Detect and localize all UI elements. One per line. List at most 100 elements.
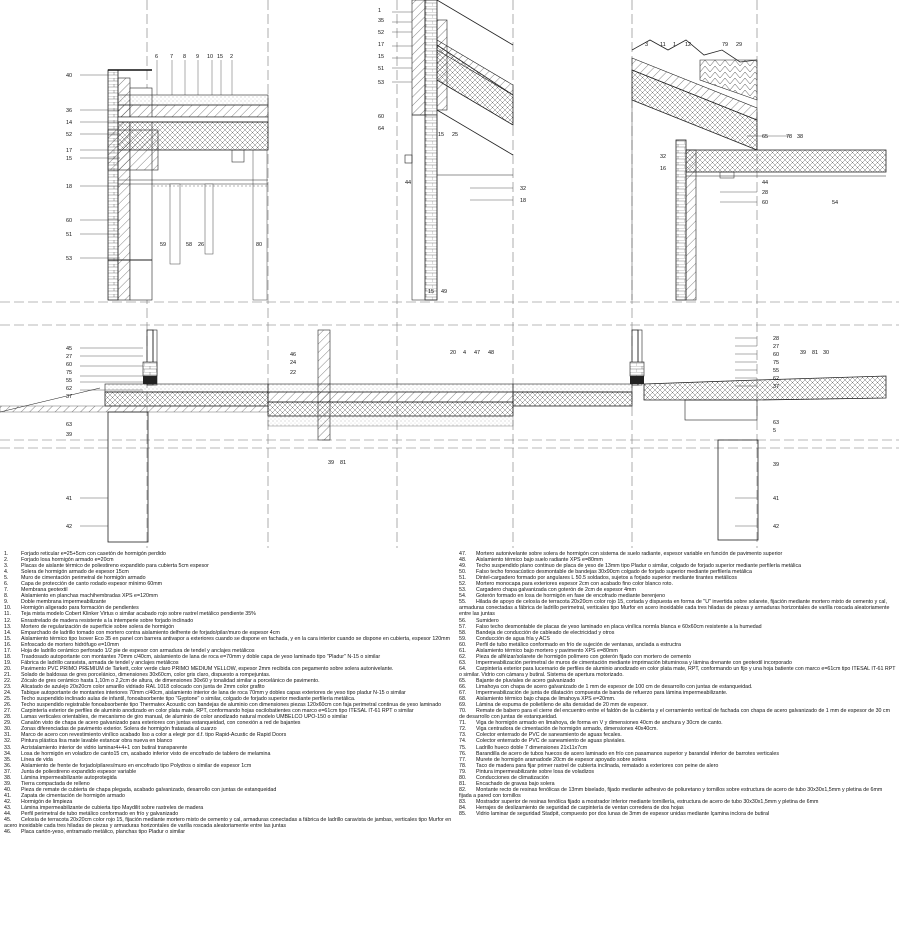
callout-label: 63 <box>66 422 72 428</box>
legend-item-text: Pintura impermeabilizante sobre losa de … <box>476 768 595 775</box>
callout-label: 53 <box>66 256 72 262</box>
callout-label: 39 <box>800 350 806 356</box>
legend-item-text: Trasdosado autoportante con montantes 70… <box>21 653 381 660</box>
legend-item-number: 23. <box>4 684 12 691</box>
callout-label: 3 <box>645 42 648 48</box>
legend-item: 18. Trasdosado autoportante con montantes… <box>4 654 452 660</box>
legend-item-number: 75. <box>459 744 467 751</box>
legend-item-text: Montante recto de resinas fenólicas de 1… <box>459 786 883 799</box>
materials-legend: 1.Forjado reticular e=25+5cm con casetón… <box>4 551 896 937</box>
legend-item: 72.Viga centradora de cimentación de hor… <box>459 726 896 732</box>
legend-item-text: Taco de madera para fijar primer rastrel… <box>476 762 719 769</box>
legend-item-text: Lámina impermeabilizante de cubierta tip… <box>21 804 204 811</box>
legend-item-number: 74. <box>459 738 467 745</box>
legend-item-number: 4. <box>4 569 9 576</box>
callout-label: 49 <box>441 289 447 295</box>
legend-item-number: 3. <box>4 563 9 570</box>
legend-item: 42.Hormigón de limpieza <box>4 799 452 805</box>
callout-label: 64 <box>378 126 384 132</box>
legend-item-number: 35. <box>4 756 12 763</box>
legend-item-number: 9. <box>4 599 9 606</box>
callout-label: 53 <box>378 80 384 86</box>
legend-item-number: 18. <box>4 653 12 660</box>
callout-label: 39 <box>328 460 334 466</box>
callout-label: 27 <box>773 344 779 350</box>
callout-label: 51 <box>378 66 384 72</box>
legend-item-text: Impermeabilización de junta de dilatació… <box>476 690 728 697</box>
callout-label: 28 <box>762 190 768 196</box>
legend-item-number: 12. <box>4 617 12 624</box>
legend-item: 66.Limahoya con chapa de acero galvaniza… <box>459 684 896 690</box>
legend-item-text: Viga de hormigón armado en limahoya, de … <box>476 720 723 727</box>
legend-item-number: 11. <box>4 611 11 618</box>
legend-item-text: Carpintería exterior de perfiles de alum… <box>21 708 414 715</box>
legend-item-text: Aislamiento térmico bajo suelo radiante … <box>476 557 603 564</box>
legend-item-text: Solera de hormigón armado de espesor 15c… <box>21 569 129 576</box>
legend-item-number: 69. <box>459 702 467 709</box>
legend-item-number: 36. <box>4 762 12 769</box>
legend-item-text: Zapata de cimentación de hormigón armado <box>21 792 125 799</box>
legend-item: 81.Encachado de gravas bajo solera <box>459 781 896 787</box>
legend-item-text: Lámina impermeabilizante autoprotegida <box>21 774 117 781</box>
legend-item-text: Membrana geotextil <box>21 587 68 594</box>
legend-item: 83.Mostrador superior de resinas fenólic… <box>459 799 896 805</box>
legend-item-text: Placas de aislante térmico de poliestire… <box>21 563 209 570</box>
callout-labels: 40 36 14 52 17 15 18 60 51 53 6 7 8 9 10… <box>66 8 838 530</box>
legend-item-number: 19. <box>4 659 12 666</box>
legend-item: 5.Muro de cimentación perimetral de horm… <box>4 575 452 581</box>
callout-label: 17 <box>66 148 72 154</box>
legend-item-number: 2. <box>4 557 9 564</box>
legend-item: 22.Zócalo de gres cerámico hasta 1,10m o… <box>4 678 452 684</box>
legend-item: 20.Pavimento PVC PRIMO PREMIUM de Tarket… <box>4 666 452 672</box>
legend-item-text: Emparchado de ladrillo tomado con morter… <box>21 629 280 636</box>
legend-item-text: Junta de poliestireno expandido espesor … <box>21 768 137 775</box>
callout-label: 60 <box>773 352 779 358</box>
legend-item-number: 57. <box>459 623 467 630</box>
legend-item-number: 85. <box>459 811 467 818</box>
callout-label: 1 <box>673 42 676 48</box>
legend-item: 29.Canalón visto de chapa de acero galva… <box>4 720 452 726</box>
legend-item: 63.Impermeabilización perimetral de muro… <box>459 660 896 666</box>
callout-leaders <box>80 11 790 527</box>
legend-item: 52.Mortero monocapa para exteriores espe… <box>459 581 896 587</box>
callout-label: 29 <box>736 42 742 48</box>
legend-item-number: 53. <box>459 587 467 594</box>
legend-item-text: Pieza de alféizar/solarete de hormigón p… <box>476 653 691 660</box>
callout-label: 5 <box>773 428 776 434</box>
legend-item-number: 16. <box>4 641 12 648</box>
legend-item: 68.Aislamiento térmico bajo chapa de lim… <box>459 696 896 702</box>
legend-item: 78.Taco de madera para fijar primer rast… <box>459 763 896 769</box>
legend-item-number: 41. <box>4 792 12 799</box>
ground-floor-details <box>0 329 887 543</box>
legend-item: 49.Techo suspendido plano continuo de pl… <box>459 563 896 569</box>
legend-item-number: 73. <box>459 732 467 739</box>
legend-item-number: 68. <box>459 696 467 703</box>
callout-label: 78 <box>786 134 792 140</box>
legend-item: 17.Hoja de ladrillo cerámico perforado 1… <box>4 648 452 654</box>
legend-item: 67.Impermeabilización de junta de dilata… <box>459 690 896 696</box>
legend-item-number: 10. <box>4 605 12 612</box>
legend-item-number: 30. <box>4 726 12 733</box>
legend-item: 39.Tierra compactada de relleno <box>4 781 452 787</box>
legend-item: 79.Pintura impermeabilizante sobre losa … <box>459 769 896 775</box>
legend-item-number: 51. <box>459 575 467 582</box>
legend-item-text: Falso techo fonoacústico desmontable de … <box>476 569 752 576</box>
callout-label: 60 <box>378 114 384 120</box>
legend-item: 64.Carpintería exterior para lucernario … <box>459 666 896 678</box>
legend-item-text: Aislamiento térmico tipo Isover Eco 35 e… <box>21 635 451 642</box>
legend-item-text: Muro de cimentación perimetral de hormig… <box>21 575 146 582</box>
callout-label: 25 <box>452 132 458 138</box>
callout-label: 52 <box>378 30 384 36</box>
callout-label: 75 <box>66 370 72 376</box>
legend-item-text: Aislamiento de frente de forjado/pilares… <box>21 762 252 769</box>
legend-item-text: Perfil perimetral de tubo metálico confo… <box>21 811 179 818</box>
legend-item-number: 83. <box>459 798 467 805</box>
callout-label: 6 <box>155 54 158 60</box>
legend-item: 25.Techo suspendido inclinado aulas de i… <box>4 696 452 702</box>
legend-item: 76.Barandilla de acero de tubos huecos d… <box>459 751 896 757</box>
callout-label: 81 <box>340 460 346 466</box>
legend-item: 12.Enrastrelado de madera resistente a l… <box>4 618 452 624</box>
legend-item: 61.Aislamiento térmico bajo mortero y pa… <box>459 648 896 654</box>
legend-item: 47.Mortero autonivelante sobre solera de… <box>459 551 896 557</box>
legend-item-text: Remate de babero para el cierre del encu… <box>459 708 890 721</box>
